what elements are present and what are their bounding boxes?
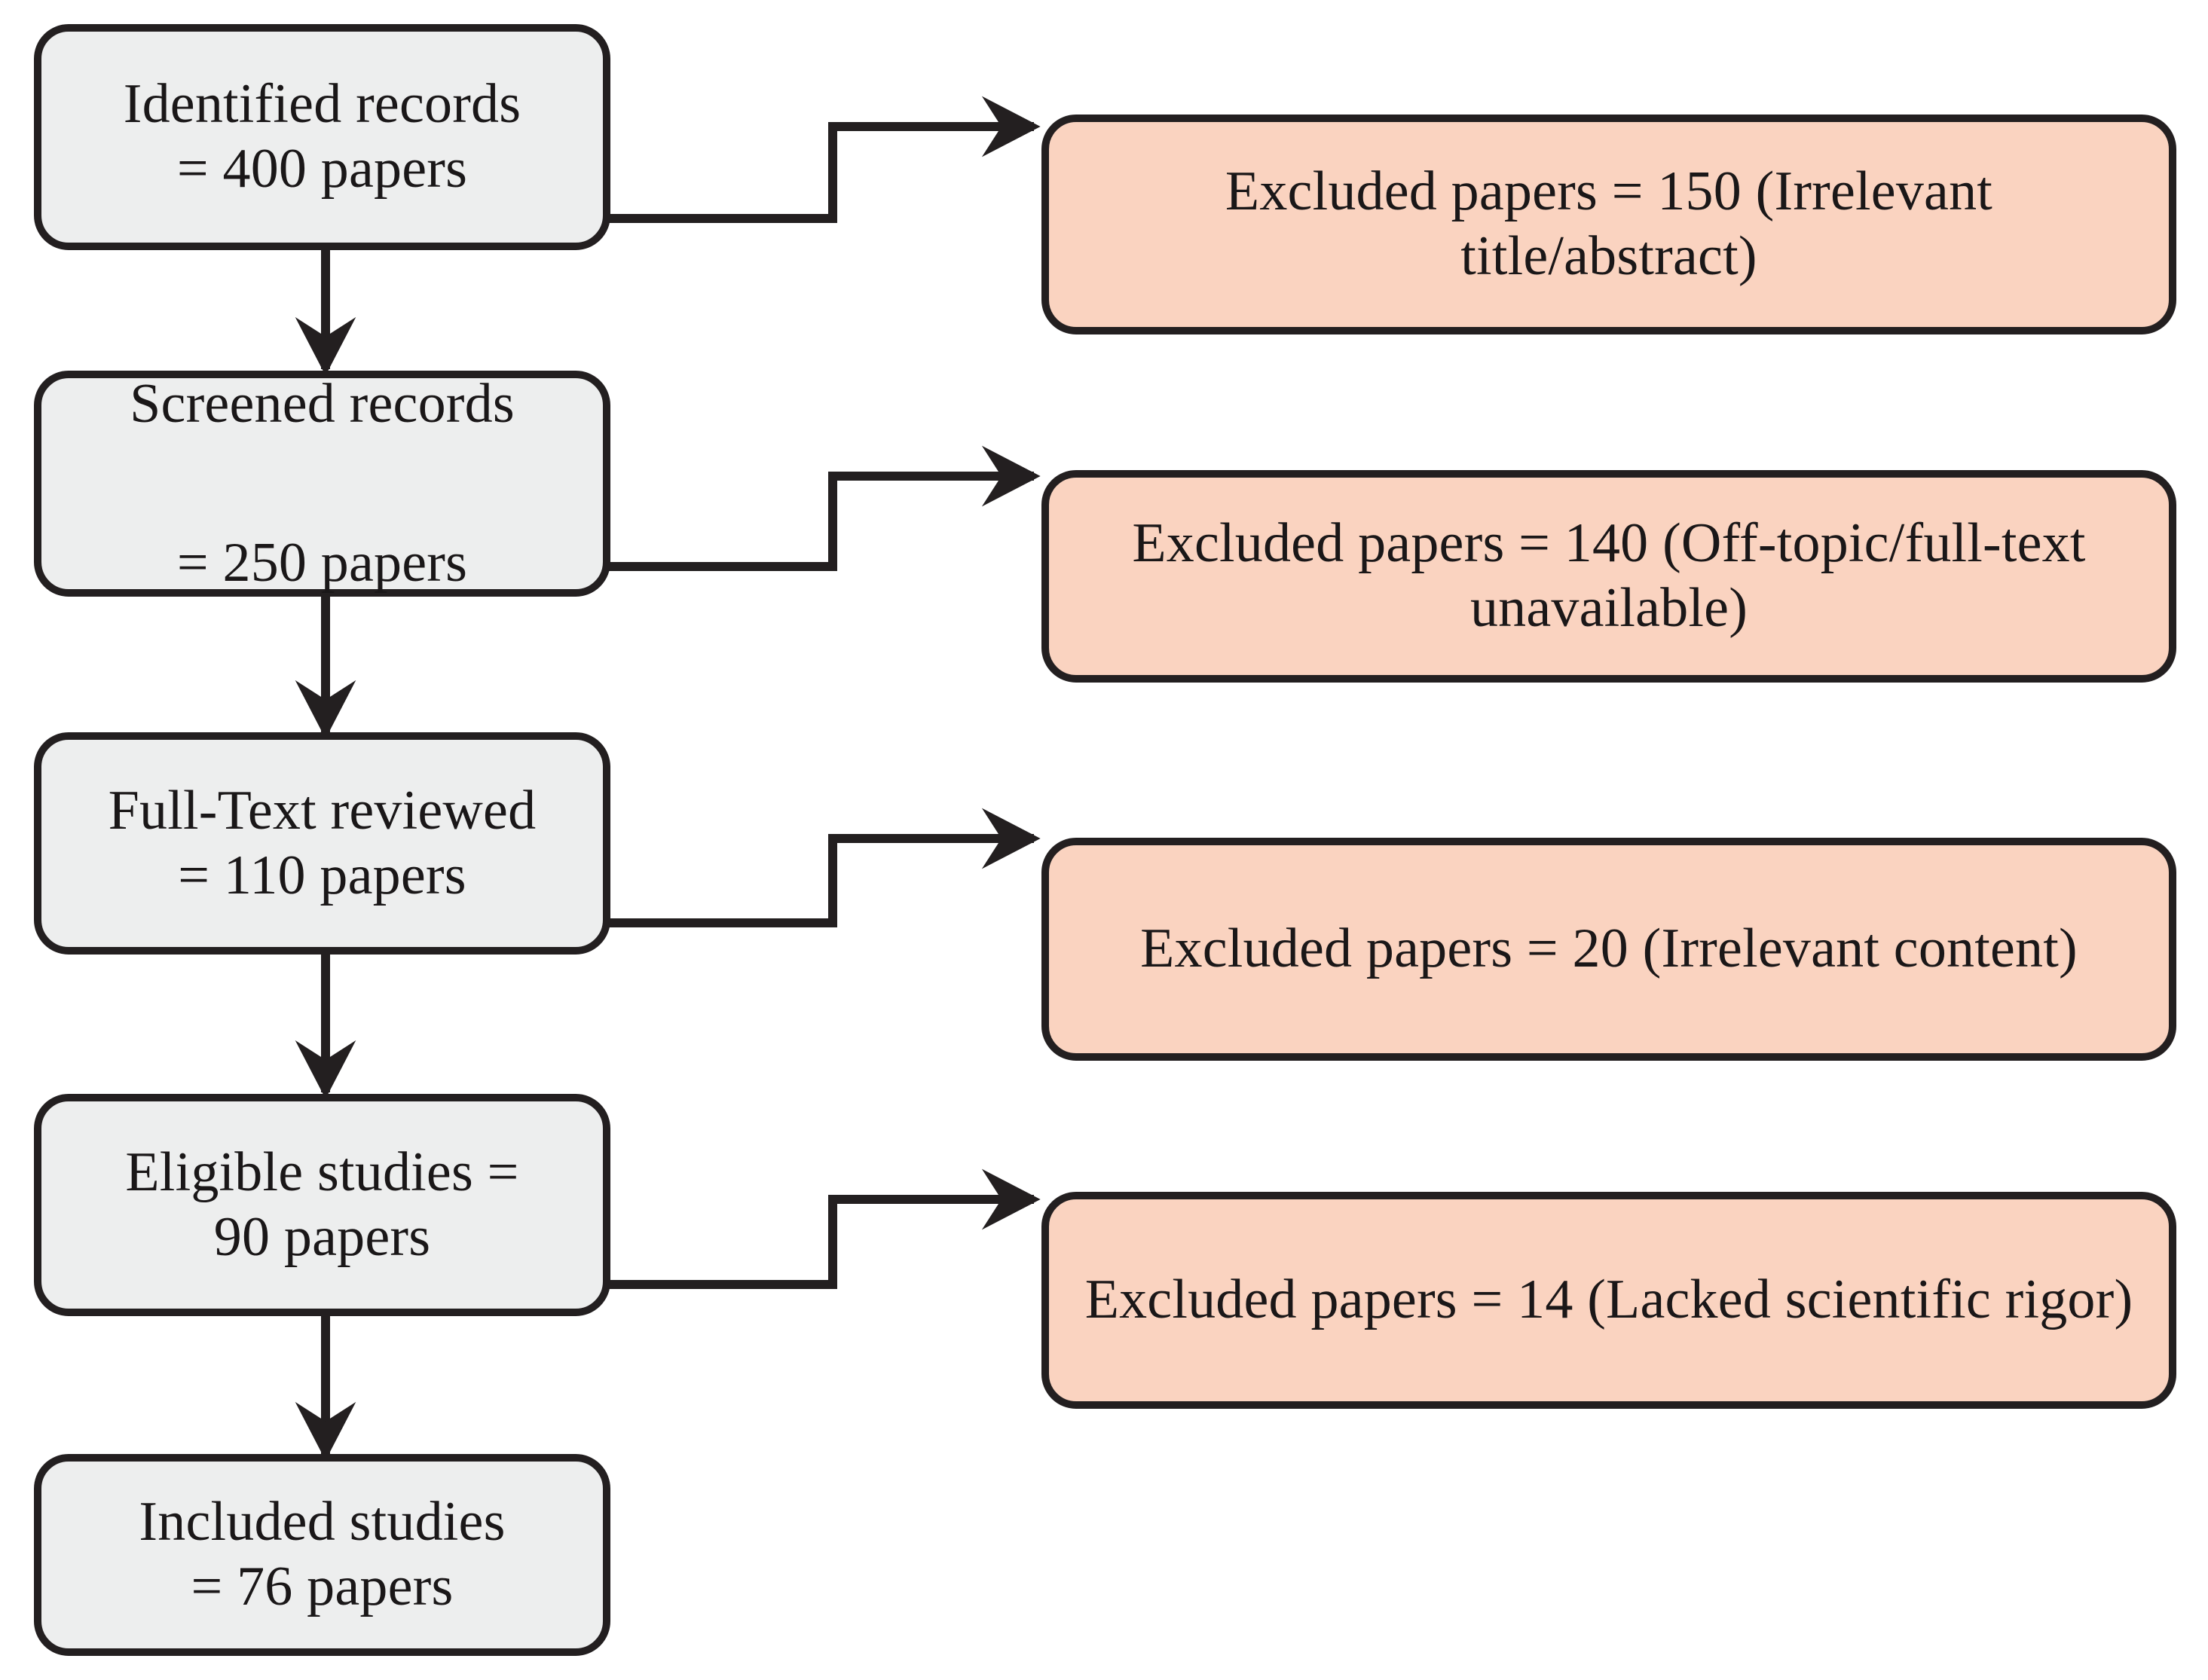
stage-label-eligible: Eligible studies = 90 papers [125, 1141, 519, 1268]
exclusion-label-3: Excluded papers = 20 (Irrelevant content… [1140, 918, 2078, 980]
stage-label-full-text: Full-Text reviewed = 110 papers [108, 779, 537, 906]
exclusion-label-1: Excluded papers = 150 (Irrelevant title/… [1225, 160, 1993, 287]
stage-node-eligible[interactable]: Eligible studies = 90 papers [34, 1094, 610, 1316]
stage-node-full-text[interactable]: Full-Text reviewed = 110 papers [34, 732, 610, 955]
stage-label-identified: Identified records = 400 papers [123, 73, 521, 200]
exclusion-label-4: Excluded papers = 14 (Lacked scientific … [1084, 1269, 2133, 1331]
exclusion-label-2: Excluded papers = 140 (Off-topic/full-te… [1132, 512, 2086, 639]
stage-node-included[interactable]: Included studies = 76 papers [34, 1454, 610, 1656]
exclusion-node-1[interactable]: Excluded papers = 150 (Irrelevant title/… [1041, 115, 2176, 334]
exclusion-node-4[interactable]: Excluded papers = 14 (Lacked scientific … [1041, 1192, 2176, 1409]
stage-label-included: Included studies = 76 papers [139, 1491, 506, 1617]
stage-node-screened[interactable]: Screened records = 250 papers [34, 371, 610, 597]
exclusion-node-3[interactable]: Excluded papers = 20 (Irrelevant content… [1041, 838, 2176, 1061]
stage-label-screened: Screened records = 250 papers [130, 373, 515, 594]
exclusion-node-2[interactable]: Excluded papers = 140 (Off-topic/full-te… [1041, 470, 2176, 683]
stage-node-identified[interactable]: Identified records = 400 papers [34, 24, 610, 250]
